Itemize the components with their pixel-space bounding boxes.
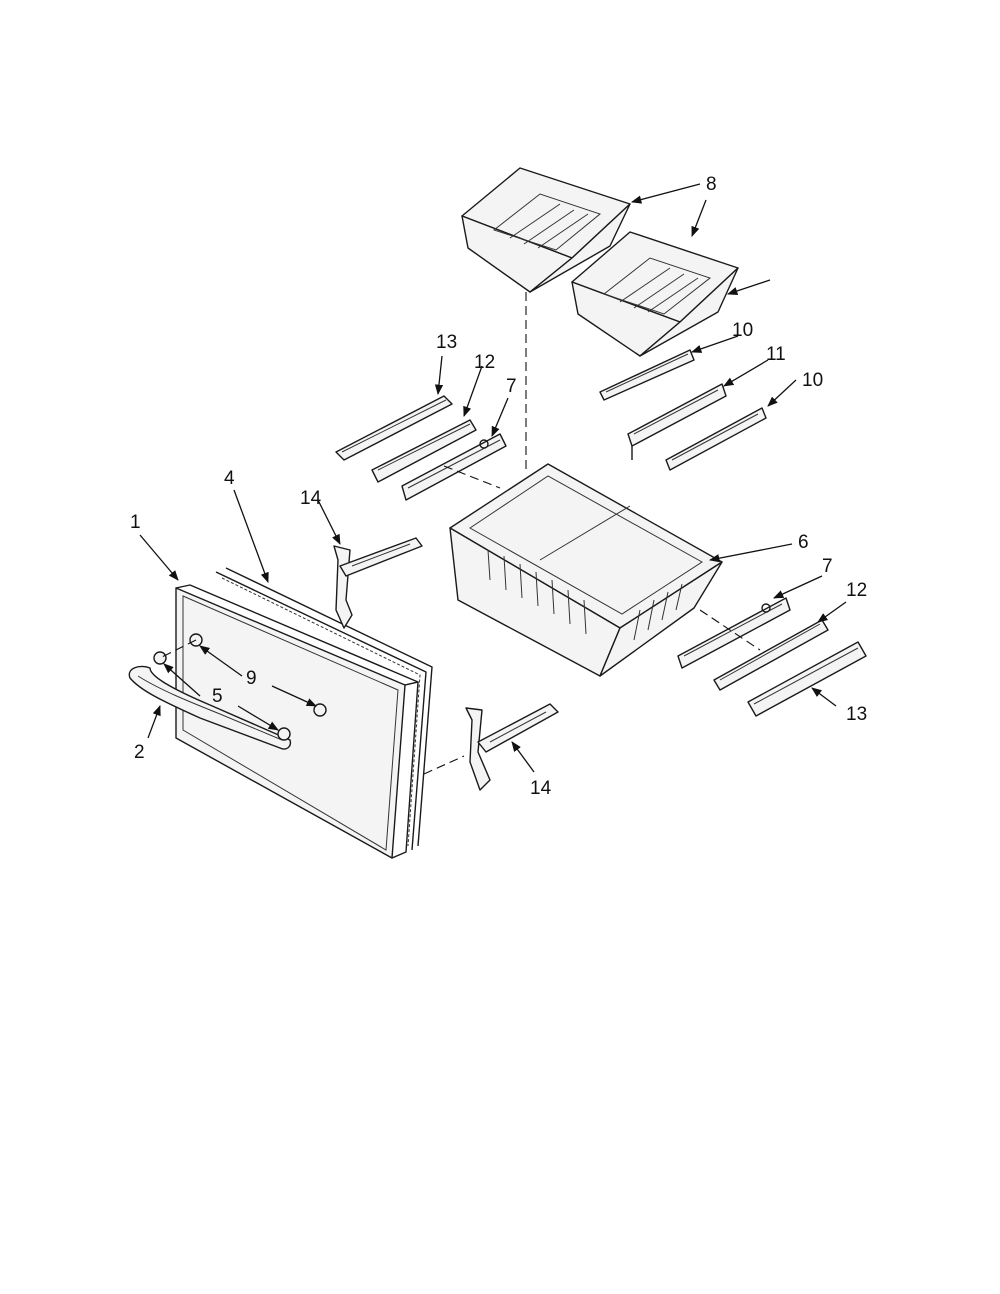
alignment-lines — [159, 292, 761, 775]
callout-2: 2 — [134, 742, 145, 763]
upper-bin-right — [571, 231, 739, 357]
callout-13-left: 13 — [436, 332, 457, 353]
rail-13-left — [335, 395, 453, 461]
drawer-handle — [128, 665, 292, 750]
rail-12-left — [371, 419, 477, 483]
callout-14-lower: 14 — [530, 778, 552, 799]
rail-12-right — [713, 619, 829, 691]
callout-9: 9 — [246, 668, 257, 689]
handle-screws — [153, 633, 327, 741]
callout-10-lower: 10 — [802, 370, 823, 391]
upper-bin-left — [461, 167, 631, 293]
leader-lines — [139, 183, 847, 773]
callout-8: 8 — [706, 174, 717, 195]
callout-4: 4 — [224, 468, 235, 489]
callout-11: 11 — [766, 344, 786, 365]
rail-13-right — [747, 641, 867, 717]
callout-12-left: 12 — [474, 352, 495, 373]
callout-1: 1 — [130, 512, 141, 533]
callout-6: 6 — [798, 532, 809, 553]
rail-11 — [627, 383, 727, 460]
hinge-bracket-upper — [333, 537, 423, 629]
rail-10-lower — [665, 407, 767, 471]
callout-10-upper: 10 — [732, 320, 753, 341]
callout-5: 5 — [212, 686, 223, 707]
drawer-gasket — [215, 567, 433, 851]
callout-13-right: 13 — [846, 704, 867, 725]
rail-10-upper — [599, 349, 695, 401]
drawer-front — [175, 584, 419, 859]
callout-7-right: 7 — [822, 556, 833, 577]
rail-7-right — [677, 597, 791, 669]
callout-labels: 1 2 4 5 9 13 12 7 14 14 8 10 11 10 6 7 1… — [130, 174, 867, 799]
callout-12-right: 12 — [846, 580, 867, 601]
freezer-basket — [449, 463, 723, 677]
callout-7-left: 7 — [506, 376, 517, 397]
callout-14-upper: 14 — [300, 488, 322, 509]
hinge-bracket-lower — [465, 703, 559, 791]
rail-7-left — [401, 433, 507, 501]
